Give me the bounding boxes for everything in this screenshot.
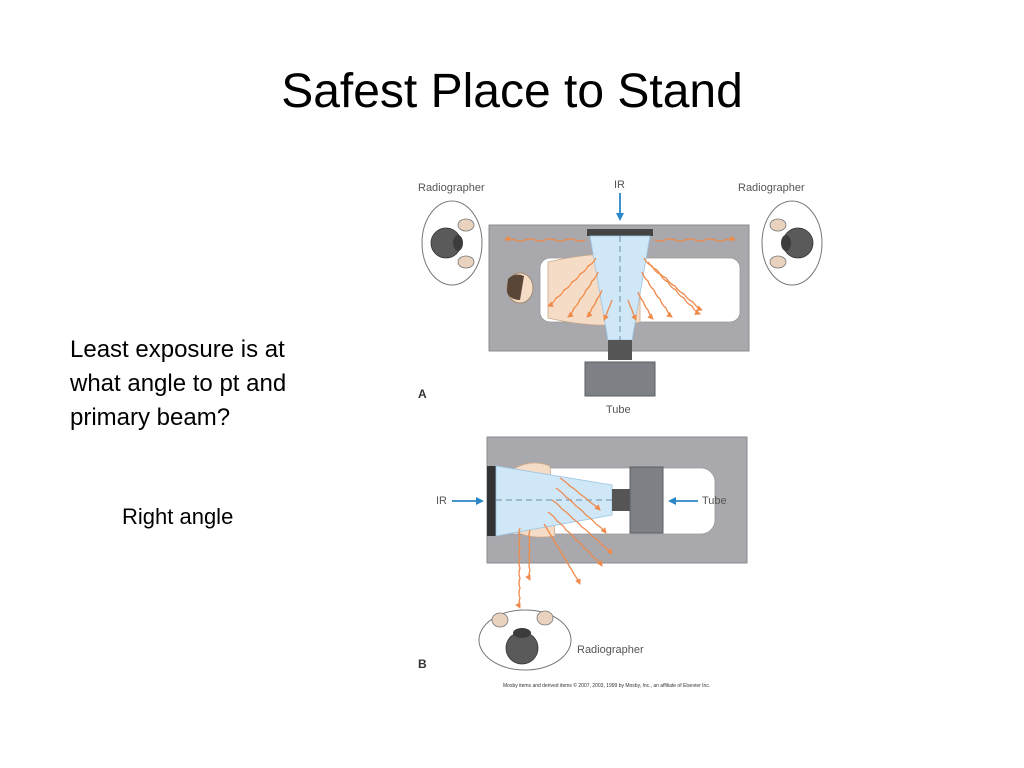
panel-b-radiographer-label: Radiographer bbox=[577, 644, 644, 656]
panel-a-right-radiographer-label: Radiographer bbox=[738, 182, 805, 194]
answer-text: Right angle bbox=[122, 504, 234, 529]
panel-a-radiographer-right bbox=[761, 200, 823, 286]
panel-b-scatter-radiation bbox=[515, 477, 613, 609]
panel-b-ir-plate bbox=[487, 466, 496, 536]
panel-a-letter: A bbox=[418, 387, 427, 401]
panel-a-ir-label: IR bbox=[614, 179, 625, 191]
panel-b-radiographer bbox=[478, 609, 572, 671]
panel-a-radiographer-left bbox=[421, 200, 483, 286]
panel-a-tube-label: Tube bbox=[606, 404, 631, 416]
panel-b-tube-label: Tube bbox=[702, 495, 727, 507]
slide-title: Safest Place to Stand bbox=[281, 65, 743, 118]
panel-a-tube-head bbox=[608, 340, 632, 360]
panel-b-tube-housing bbox=[629, 466, 664, 534]
panel-a-tube-housing bbox=[584, 361, 656, 397]
copyright-credit: Mosby items and derived items © 2007, 20… bbox=[503, 682, 710, 689]
panel-a-scatter-radiation bbox=[504, 235, 736, 321]
panel-a-ir-plate bbox=[587, 229, 653, 236]
panel-b-tube-head bbox=[612, 489, 630, 511]
panel-b-letter: B bbox=[418, 657, 427, 671]
panel-b: IR Tube Radiographer bbox=[418, 436, 748, 671]
panel-a-left-radiographer-label: Radiographer bbox=[418, 182, 485, 194]
panel-a: Radiographer Radiographer IR Tube A bbox=[418, 179, 823, 416]
question-text: Least exposure is at what angle to pt an… bbox=[70, 336, 287, 431]
panel-b-ir-label: IR bbox=[436, 495, 447, 507]
